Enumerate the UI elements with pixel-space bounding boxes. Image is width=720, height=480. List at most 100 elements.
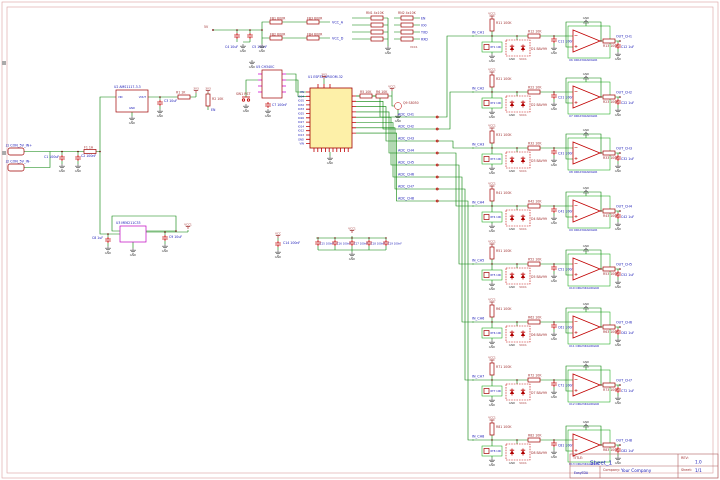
filter-cap[interactable] bbox=[550, 440, 558, 448]
channel-block[interactable]: IN_CH3 VCC1 R31 100K RT3 10K GND VCC1 D3… bbox=[472, 124, 634, 176]
pullup-resistor[interactable] bbox=[489, 246, 495, 260]
adc-net-label[interactable]: ADC_CH1 bbox=[398, 113, 414, 117]
pullup-resistor[interactable] bbox=[489, 422, 495, 436]
protection-diodes[interactable]: GND VCC1 D5 BAV99 bbox=[505, 267, 547, 289]
series-resistor[interactable] bbox=[527, 261, 541, 267]
adc-net-label[interactable]: ADC_CH5 bbox=[398, 161, 414, 165]
output-resistor[interactable] bbox=[602, 208, 616, 214]
channel-in-netlabel[interactable]: IN_CH2 bbox=[472, 87, 484, 91]
bank-cap[interactable]: C17 100nF bbox=[348, 237, 368, 250]
series-resistor[interactable] bbox=[527, 33, 541, 39]
channel-in-netlabel[interactable]: IN_CH6 bbox=[472, 317, 484, 321]
adc-net-label[interactable]: ADC_CH7 bbox=[398, 185, 414, 189]
protection-diodes[interactable]: GND VCC1 D1 BAV99 bbox=[505, 39, 547, 61]
protection-diodes[interactable]: GND VCC1 D6 BAV99 bbox=[505, 325, 547, 347]
mcu-module[interactable]: U1 ESP32-WROOM-32 ENIO34IO35IO32IO33IO25… bbox=[298, 71, 419, 166]
series-resistor[interactable] bbox=[527, 145, 541, 151]
channel-block[interactable]: IN_CH7 VCC1 R71 100K RT7 10K GND VCC1 D7… bbox=[472, 356, 634, 408]
sensor-input[interactable]: RT6 10K bbox=[481, 327, 503, 339]
channel-in-netlabel[interactable]: IN_CH1 bbox=[472, 31, 484, 35]
usb-serial-ic[interactable]: U5 CH340C C7 100nF SW1 RST bbox=[236, 59, 287, 119]
adc-net[interactable]: ADC_CH1 bbox=[398, 113, 439, 119]
adc-net[interactable]: ADC_CH6 bbox=[398, 173, 439, 179]
output-resistor[interactable] bbox=[602, 38, 616, 44]
bank-cap[interactable]: C19 100nF bbox=[382, 237, 402, 250]
opamp[interactable]: U13 OPA2340AIDGKR bbox=[567, 429, 611, 466]
output-resistor[interactable] bbox=[602, 324, 616, 330]
input-filter[interactable]: 5V C4 10uF C5 100nF FB1 600R FB2 600R FB… bbox=[204, 17, 344, 54]
channel-block[interactable]: IN_CH5 VCC1 R51 100K RT5 10K GND VCC1 D5… bbox=[472, 240, 634, 292]
filter-cap[interactable] bbox=[550, 148, 558, 156]
series-resistor[interactable] bbox=[527, 377, 541, 383]
channel-block[interactable]: IN_CH4 VCC1 R41 100K RT4 10K GND VCC1 D4… bbox=[472, 182, 634, 234]
regulator-vcc1[interactable]: U3 ME6211C33 C8 1uF C9 10uF bbox=[92, 221, 193, 258]
channel-in-netlabel[interactable]: IN_CH8 bbox=[472, 435, 484, 439]
channel-in-netlabel[interactable]: IN_CH5 bbox=[472, 259, 484, 263]
bank-cap[interactable]: C16 100nF bbox=[331, 237, 351, 250]
output-resistor[interactable] bbox=[602, 150, 616, 156]
channel-block[interactable]: IN_CH2 VCC1 R21 100K RT2 10K GND VCC1 D2… bbox=[472, 68, 634, 120]
channel-in-netlabel[interactable]: IN_CH3 bbox=[472, 143, 484, 147]
sensor-input[interactable]: RT1 10K bbox=[481, 41, 503, 53]
channel-out-netlabel[interactable]: OUT_CH3 bbox=[616, 147, 632, 151]
protection-diodes[interactable]: GND VCC1 D4 BAV99 bbox=[505, 209, 547, 231]
adc-net-label[interactable]: ADC_CH3 bbox=[398, 137, 414, 141]
protection-diodes[interactable]: GND VCC1 D2 BAV99 bbox=[505, 95, 547, 117]
opamp[interactable]: U6 OPA2340AIDGKR bbox=[567, 25, 611, 62]
pullup-resistor[interactable] bbox=[489, 362, 495, 376]
channel-in-netlabel[interactable]: IN_CH7 bbox=[472, 375, 484, 379]
channel-out-netlabel[interactable]: OUT_CH5 bbox=[616, 263, 632, 267]
channel-out-netlabel[interactable]: OUT_CH4 bbox=[616, 205, 632, 209]
channel-block[interactable]: IN_CH8 VCC1 R81 100K RT8 10K GND VCC1 D8… bbox=[472, 416, 634, 468]
adc-net[interactable]: ADC_CH8 bbox=[398, 197, 439, 203]
sensor-input[interactable]: RT2 10K bbox=[481, 97, 503, 109]
cap-banks[interactable]: C14 100nF C15 100nF C16 100nF C17 100nF … bbox=[274, 225, 403, 262]
bank-cap[interactable]: C15 100nF bbox=[314, 237, 334, 250]
series-resistor[interactable] bbox=[527, 319, 541, 325]
channel-out-netlabel[interactable]: OUT_CH1 bbox=[616, 35, 632, 39]
pullup-resistor[interactable] bbox=[489, 18, 495, 32]
adc-net-label[interactable]: ADC_CH6 bbox=[398, 173, 414, 177]
protection-diodes[interactable]: GND VCC1 D8 BAV99 bbox=[505, 443, 547, 465]
sensor-input[interactable]: RT3 10K bbox=[481, 153, 503, 165]
sensor-input[interactable]: RT7 10K bbox=[481, 385, 503, 397]
channel-out-netlabel[interactable]: OUT_CH6 bbox=[616, 321, 632, 325]
adc-net[interactable]: ADC_CH3 bbox=[398, 137, 439, 143]
channel-out-netlabel[interactable]: OUT_CH8 bbox=[616, 439, 632, 443]
adc-net[interactable]: ADC_CH5 bbox=[398, 161, 439, 167]
resistor-networks[interactable]: RN1 4x10K RN2 4x10K EN IO0 TXD RXD VCC1 bbox=[366, 11, 428, 56]
adc-net-label[interactable]: ADC_CH2 bbox=[398, 125, 414, 129]
output-resistor[interactable] bbox=[602, 94, 616, 100]
adc-net[interactable]: ADC_CH7 bbox=[398, 185, 439, 191]
protection-diodes[interactable]: GND VCC1 D7 BAV99 bbox=[505, 383, 547, 405]
channel-out-netlabel[interactable]: OUT_CH7 bbox=[616, 379, 632, 383]
output-resistor[interactable] bbox=[602, 266, 616, 272]
filter-cap[interactable] bbox=[550, 264, 558, 272]
sensor-input[interactable]: RT4 10K bbox=[481, 211, 503, 223]
channel-block[interactable]: IN_CH1 VCC1 R11 100K RT1 10K GND VCC1 D1… bbox=[472, 12, 634, 64]
sensor-input[interactable]: RT8 10K bbox=[481, 445, 503, 457]
filter-cap[interactable] bbox=[550, 92, 558, 100]
filter-cap[interactable] bbox=[550, 322, 558, 330]
regulator-3v3[interactable]: U2 AMS1117-3.3 VIN VOUT GND C3 10uF R1 1… bbox=[114, 85, 224, 126]
filter-cap[interactable] bbox=[550, 206, 558, 214]
series-resistor[interactable] bbox=[527, 203, 541, 209]
protection-diodes[interactable]: GND VCC1 D3 BAV99 bbox=[505, 151, 547, 173]
filter-cap[interactable] bbox=[550, 36, 558, 44]
output-resistor[interactable] bbox=[602, 442, 616, 448]
filter-cap[interactable] bbox=[550, 380, 558, 388]
sensor-input[interactable]: RT5 10K bbox=[481, 269, 503, 281]
pullup-resistor[interactable] bbox=[489, 130, 495, 144]
series-resistor[interactable] bbox=[527, 437, 541, 443]
adc-net-label[interactable]: ADC_CH4 bbox=[398, 149, 414, 153]
channel-out-netlabel[interactable]: OUT_CH2 bbox=[616, 91, 632, 95]
series-resistor[interactable] bbox=[527, 89, 541, 95]
output-resistor[interactable] bbox=[602, 382, 616, 388]
channel-block[interactable]: IN_CH6 VCC1 R61 100K RT6 10K GND VCC1 D6… bbox=[472, 298, 634, 350]
pullup-resistor[interactable] bbox=[489, 74, 495, 88]
bank-cap[interactable]: C18 100nF bbox=[365, 237, 385, 250]
adc-net-label[interactable]: ADC_CH8 bbox=[398, 197, 414, 201]
pullup-resistor[interactable] bbox=[489, 188, 495, 202]
adc-net[interactable]: ADC_CH4 bbox=[398, 149, 439, 155]
